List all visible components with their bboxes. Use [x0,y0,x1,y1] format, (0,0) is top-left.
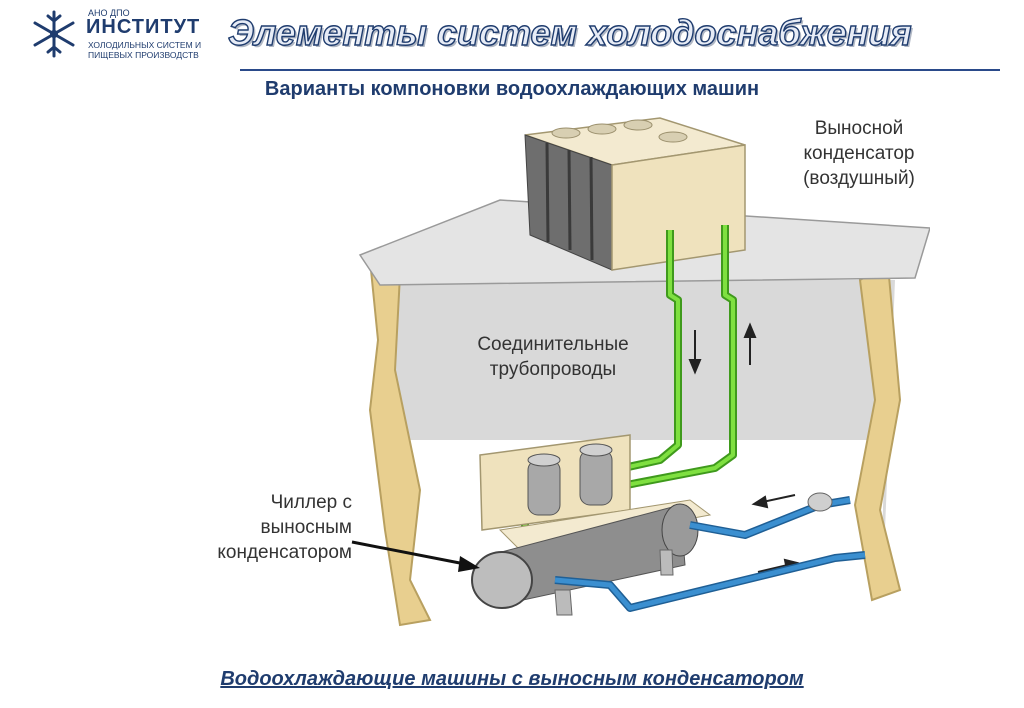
condenser-label: Выносной конденсатор (воздушный) [764,116,954,191]
flow-arrows [688,322,800,573]
pipes-label: Соединительные трубопроводы [440,332,666,382]
logo-subtitle-line1: ХОЛОДИЛЬНЫХ СИСТЕМ И [88,40,202,50]
slide-caption: Водоохлаждающие машины с выносным конден… [0,668,1024,691]
institute-logo: АНО ДПО ИНСТИТУТ ХОЛОДИЛЬНЫХ СИСТЕМ И ПИ… [28,6,218,64]
logo-subtitle: ХОЛОДИЛЬНЫХ СИСТЕМ И ПИЩЕВЫХ ПРОИЗВОДСТВ [88,40,201,60]
slide-caption-text: Водоохлаждающие машины с выносным конден… [220,668,804,690]
remote-condenser [524,117,746,271]
logo-subtitle-line2: ПИЩЕВЫХ ПРОИЗВОДСТВ [88,50,199,60]
snowflake-icon [33,10,75,58]
chiller-label-line2: выносным [260,517,352,538]
condenser-label-line1: Выносной [814,118,904,139]
slide-title: Элементы систем холодоснабжения [227,11,912,53]
left-wall [368,258,432,627]
logo-name: ИНСТИТУТ [86,16,201,38]
right-wall [853,263,902,602]
water-pipes [554,492,866,612]
chiller-label-line1: Чиллер с [270,492,352,513]
condenser-label-line3: (воздушный) [803,168,915,189]
slide-subtitle: Варианты компоновки водоохлаждающих маши… [264,78,760,100]
chiller-unit [471,434,712,616]
pipes-label-line1: Соединительные [477,334,629,355]
condenser-label-line2: конденсатор [803,143,915,164]
chiller-leader [351,540,480,572]
pipes-label-line2: трубопроводы [489,359,617,380]
chiller-label-line3: конденсатором [217,542,352,563]
chiller-remote-condenser-illustration [351,117,930,627]
title-divider [240,69,1000,71]
chiller-label: Чиллер с выносным конденсатором [140,490,352,565]
logo-prefix: АНО ДПО [88,8,130,18]
